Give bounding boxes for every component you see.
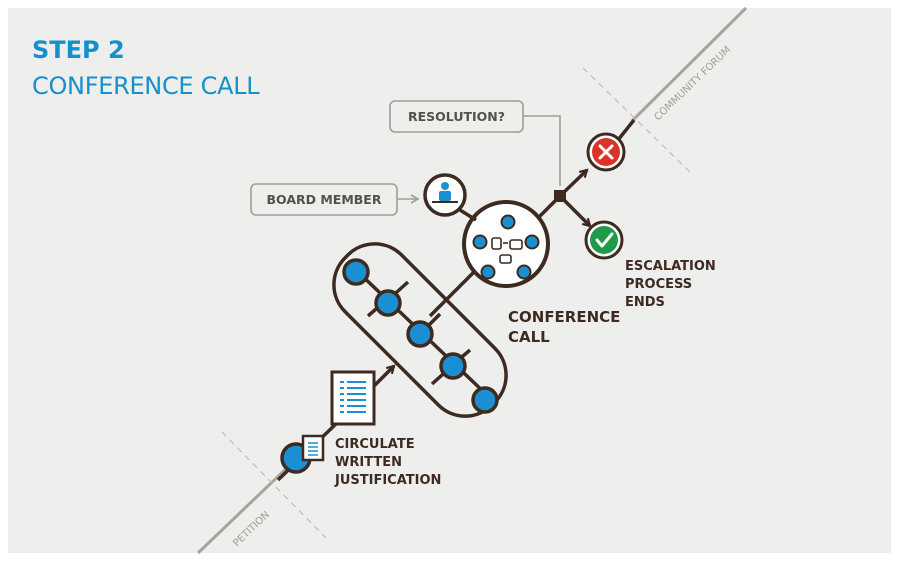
flow-line-upper [630, 6, 748, 123]
petition-boundary-line [221, 431, 327, 539]
flow-line-fail-to-forum [616, 118, 636, 142]
board-member-node [423, 173, 467, 217]
flow-line-cluster-to-conference [428, 266, 480, 318]
check-circle-icon [584, 220, 624, 260]
participant-node [406, 320, 434, 348]
participant-node [374, 289, 402, 317]
flow-line-lower [196, 463, 292, 555]
person-at-desk-icon [432, 182, 458, 203]
document-icon [330, 370, 376, 426]
x-circle-icon [586, 132, 626, 172]
document-small-icon [301, 434, 325, 462]
conference-call-label: CONFERENCE CALL [508, 308, 626, 346]
participant-node [439, 352, 467, 380]
resolution-connector [523, 115, 561, 186]
escalation-label: ESCALATION PROCESS ENDS [625, 259, 720, 310]
forum-boundary-line [582, 67, 691, 173]
participant-node [342, 258, 370, 286]
decision-junction [554, 190, 566, 202]
background-panel [8, 8, 891, 553]
participant-node [471, 386, 499, 414]
participant-cluster [332, 242, 508, 418]
board-member-label: BOARD MEMBER [267, 192, 382, 207]
circulate-label: CIRCULATE WRITTEN JUSTIFICATION [334, 437, 441, 488]
chat-bubbles-icon [491, 237, 523, 264]
board-member-to-conference [459, 208, 477, 222]
resolution-label: RESOLUTION? [408, 109, 505, 124]
conference-circle [462, 200, 550, 288]
step-title: STEP 2 [32, 36, 125, 64]
step-subtitle: CONFERENCE CALL [32, 72, 260, 100]
